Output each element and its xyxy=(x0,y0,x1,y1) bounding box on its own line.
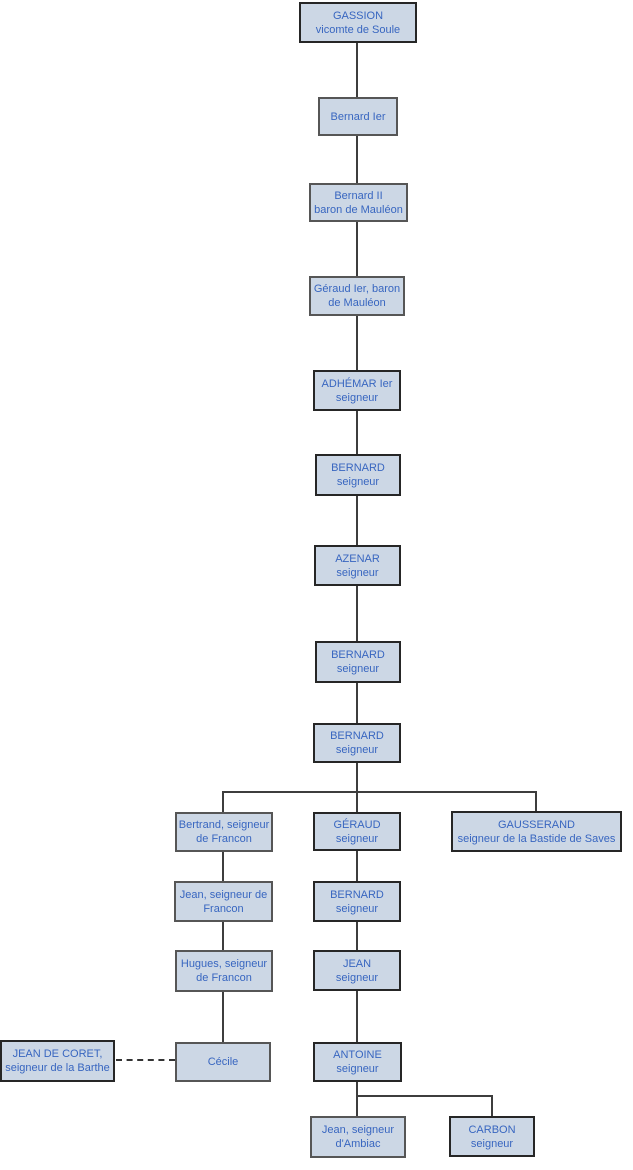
node-title: seigneur xyxy=(335,971,379,984)
node-name: JEAN xyxy=(342,957,372,970)
node-gassion: GASSION vicomte de Soule xyxy=(299,2,429,55)
node-jean-seigneur: JEAN seigneur xyxy=(313,950,413,1003)
node-jean-ambiac: Jean, seigneur d'Ambiac xyxy=(310,1116,406,1158)
node-name: Bertrand, seigneur xyxy=(178,819,270,831)
node-bernard-ier: Bernard Ier xyxy=(318,97,398,136)
node-name: Jean, seigneur de xyxy=(179,888,268,901)
node-hugues-francon: Hugues, seigneur de Francon xyxy=(175,950,273,992)
node-title: de Francon xyxy=(196,972,252,984)
node-adhemar-ier: ADHÉMAR Ier seigneur xyxy=(313,370,413,423)
node-title: seigneur de la Bastide de Saves xyxy=(457,832,616,845)
connector-line xyxy=(356,496,358,545)
node-jean-de-coret: JEAN DE CORET, seigneur de la Barthe xyxy=(0,1040,127,1094)
connector-line xyxy=(222,992,224,1042)
node-bernard-ii: Bernard II baron de Mauléon xyxy=(309,183,408,222)
node-title: de Mauléon xyxy=(328,297,386,309)
node-bernard-seigneur-4: BERNARD seigneur xyxy=(313,881,413,934)
connector-line xyxy=(356,586,358,641)
node-title: seigneur xyxy=(335,902,379,915)
connector-line xyxy=(356,922,358,950)
connector-line xyxy=(356,411,358,454)
node-name: Jean, seigneur xyxy=(321,1124,395,1136)
node-title: seigneur xyxy=(335,391,379,404)
node-title: seigneur xyxy=(336,663,380,675)
connector-line xyxy=(356,316,358,370)
connector-line xyxy=(356,763,358,812)
node-jean-francon: Jean, seigneur de Francon xyxy=(174,881,273,922)
connector-line xyxy=(356,991,358,1042)
node-carbon: CARBON seigneur xyxy=(449,1116,547,1169)
node-name: Bernard II xyxy=(334,189,383,202)
node-name: GÉRAUD xyxy=(333,818,381,831)
connector-line xyxy=(222,791,224,812)
connector-line xyxy=(356,222,358,276)
connector-line xyxy=(222,852,224,881)
node-name: BERNARD xyxy=(331,649,385,661)
node-cecile: Cécile xyxy=(175,1042,271,1082)
node-name: AZENAR xyxy=(335,552,380,565)
node-title: seigneur xyxy=(335,744,379,756)
connector-line xyxy=(356,136,358,183)
connector-line xyxy=(356,683,358,723)
node-title: de Francon xyxy=(196,833,252,845)
node-name: ANTOINE xyxy=(333,1049,382,1061)
connector-line xyxy=(356,1082,358,1116)
node-name: BERNARD xyxy=(330,888,384,901)
node-name: Bernard Ier xyxy=(330,110,386,123)
node-title: Francon xyxy=(203,902,244,915)
connector-line xyxy=(222,922,224,950)
node-geraud-ier: Géraud Ier, baron de Mauléon xyxy=(309,276,405,316)
connector-line xyxy=(222,791,537,793)
node-name: Géraud Ier, baron xyxy=(313,283,401,295)
node-name: Hugues, seigneur xyxy=(180,958,268,970)
node-bernard-seigneur-3: BERNARD seigneur xyxy=(313,723,413,775)
node-name: GAUSSERAND xyxy=(497,818,576,831)
node-title: vicomte de Soule xyxy=(315,23,401,36)
connector-line xyxy=(356,43,358,97)
node-gausserand: GAUSSERAND seigneur de la Bastide de Sav… xyxy=(451,811,633,864)
node-azenar: AZENAR seigneur xyxy=(314,545,413,598)
connector-line xyxy=(356,851,358,881)
node-name: JEAN DE CORET, xyxy=(12,1048,103,1060)
node-antoine: ANTOINE seigneur xyxy=(313,1042,414,1094)
connector-line xyxy=(491,1095,493,1116)
node-name: ADHÉMAR Ier xyxy=(321,377,393,390)
node-title: baron de Mauléon xyxy=(314,203,403,216)
node-title: seigneur xyxy=(336,1063,379,1075)
node-bernard-seigneur-2: BERNARD seigneur xyxy=(315,641,413,695)
node-name: CARBON xyxy=(468,1123,516,1136)
node-name: GASSION xyxy=(332,9,384,22)
node-title: d'Ambiac xyxy=(335,1138,381,1150)
node-name: Cécile xyxy=(207,1056,239,1068)
node-bertrand-francon: Bertrand, seigneur de Francon xyxy=(175,812,273,852)
node-geraud-seigneur: GÉRAUD seigneur xyxy=(313,812,413,863)
node-title: seigneur de la Barthe xyxy=(5,1062,110,1074)
node-title: seigneur xyxy=(335,832,379,845)
alliance-dashed-line xyxy=(116,1059,175,1061)
node-bernard-seigneur-1: BERNARD seigneur xyxy=(315,454,413,508)
node-name: BERNARD xyxy=(330,730,384,742)
connector-line xyxy=(356,1095,493,1097)
node-title: seigneur xyxy=(470,1137,514,1150)
node-title: seigneur xyxy=(336,566,379,579)
connector-line xyxy=(535,791,537,811)
node-title: seigneur xyxy=(336,476,380,488)
node-name: BERNARD xyxy=(331,462,385,474)
